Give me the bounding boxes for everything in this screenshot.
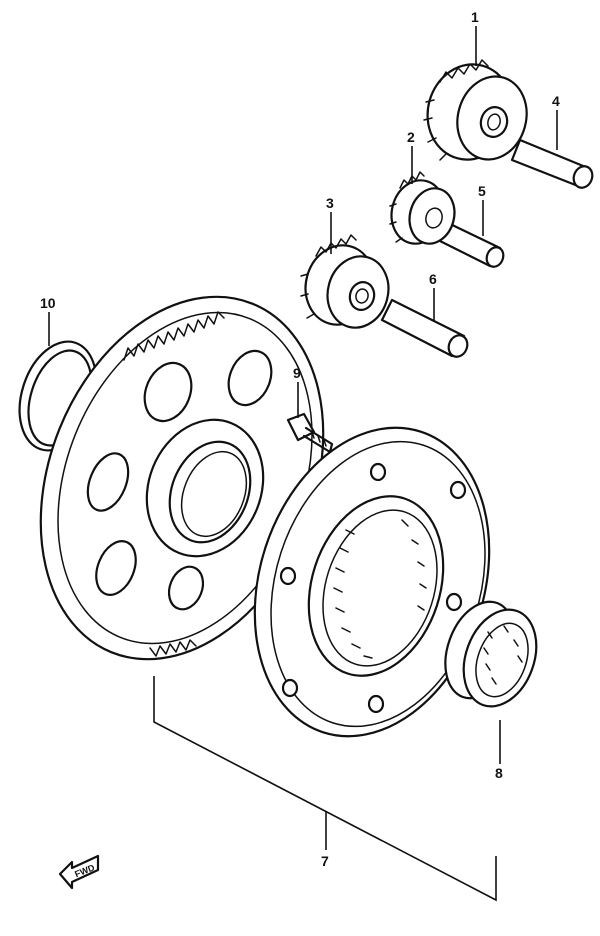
part-7-starter-driven-gear[interactable]: [0, 254, 375, 702]
callout-7: 7: [321, 853, 329, 869]
callout-8: 8: [495, 765, 503, 781]
fwd-arrow-icon: FWD: [58, 854, 100, 890]
callout-4: 4: [552, 93, 560, 109]
part-1-idle-gear[interactable]: [417, 55, 536, 169]
part-8-needle-bearing[interactable]: [433, 592, 549, 717]
part-2-small-gear[interactable]: [385, 171, 461, 250]
part-7-clutch-housing[interactable]: [217, 397, 528, 767]
part-4-shaft[interactable]: [510, 138, 595, 191]
callout-3: 3: [326, 195, 334, 211]
callout-6: 6: [429, 271, 437, 287]
callout-labels: 1 2 3 4 5 6 7 8 9 10: [40, 9, 560, 869]
leader-lines: [48, 26, 558, 902]
callout-2: 2: [407, 129, 415, 145]
part-3-reduction-gear[interactable]: [297, 234, 396, 335]
callout-1: 1: [471, 9, 479, 25]
callout-5: 5: [478, 183, 486, 199]
part-6-shaft[interactable]: [380, 298, 470, 360]
part-9-bolt[interactable]: [286, 412, 334, 454]
callout-9: 9: [293, 365, 301, 381]
callout-10: 10: [40, 295, 56, 311]
